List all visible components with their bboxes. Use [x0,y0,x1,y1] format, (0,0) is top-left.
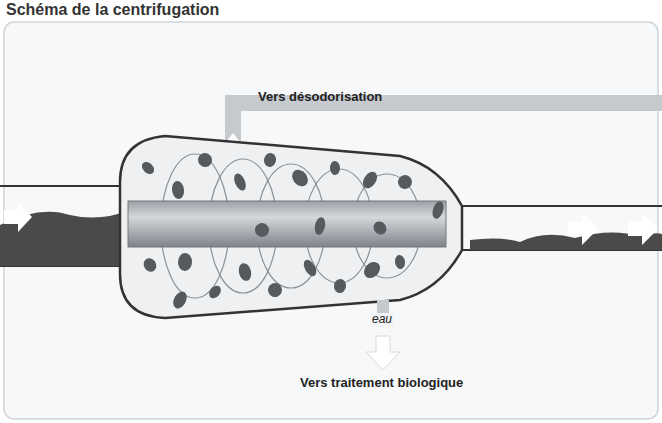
particle [360,169,380,191]
particle [333,278,347,293]
particle [178,253,193,271]
particle [207,283,224,300]
particle [371,219,389,237]
particle [232,172,248,193]
gas-pipe [233,103,662,150]
particle [330,161,341,176]
outlet-label: eau [370,313,394,327]
outlet-tube [462,205,662,207]
particle [170,289,189,311]
particle [195,150,214,169]
outlet-label: Vers désodorisation [258,90,382,105]
particle [289,167,311,190]
particle [394,254,406,269]
solid-particles [140,150,446,310]
particle [430,200,445,220]
particle [171,180,185,199]
particle [253,221,272,240]
flow-arrow [366,336,400,370]
particle [140,160,157,177]
particle [396,173,414,191]
rotor-shaft [128,201,446,247]
inlet-tube [0,185,122,187]
flow-arrow [4,202,32,232]
centrifuge-drum [120,136,462,318]
flow-arrow [628,213,658,245]
flow-arrow [568,213,598,245]
diagram-title: Schéma de la centrifugation [6,1,219,19]
particle [313,216,327,236]
outlet-label: Vers traitement biologique [300,376,463,391]
particle [301,258,319,279]
particle [141,256,159,274]
particle [361,259,384,282]
particle [263,152,278,168]
particle [266,281,284,299]
particle [237,262,253,282]
